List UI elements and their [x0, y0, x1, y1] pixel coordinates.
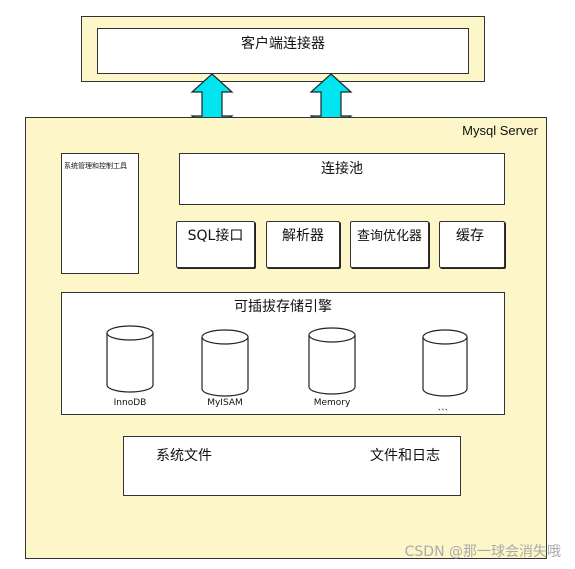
- query-optimizer-label: 查询优化器: [356, 229, 422, 244]
- myisam-label: MyISAM: [207, 398, 243, 408]
- innodb-cylinder-icon: [106, 325, 154, 393]
- sql-interface-box: SQL接口: [176, 221, 255, 268]
- sql-interface-label: SQL接口: [187, 228, 244, 244]
- client-connector-label: 客户端连接器: [241, 36, 325, 52]
- memory-cylinder-icon: [308, 327, 356, 395]
- connection-pool-label: 连接池: [321, 161, 363, 177]
- cache-label: 缓存: [456, 228, 484, 244]
- management-tools-label: 系统管理和控制工具: [64, 162, 127, 170]
- myisam-cylinder-icon: [201, 329, 249, 397]
- files-and-logs-label: 文件和日志: [370, 448, 440, 464]
- storage-engines-title: 可插拔存储引擎: [234, 299, 332, 315]
- other-engines-label: 、、、: [438, 404, 452, 412]
- parser-box: 解析器: [266, 221, 340, 268]
- system-files-label: 系统文件: [156, 448, 212, 464]
- innodb-label: InnoDB: [113, 398, 147, 408]
- management-tools-box: 系统管理和控制工具: [61, 153, 139, 274]
- other-engines-cylinder-icon: [422, 329, 468, 397]
- watermark-text: CSDN @那一球会消失哦: [404, 544, 561, 560]
- parser-label: 解析器: [282, 228, 324, 244]
- cache-box: 缓存: [439, 221, 505, 268]
- mysql-server-title: Mysql Server: [462, 123, 538, 138]
- files-box: 系统文件 文件和日志: [123, 436, 461, 496]
- connection-pool-box: 连接池: [179, 153, 505, 205]
- client-connector-box: 客户端连接器: [97, 28, 469, 74]
- query-optimizer-box: 查询优化器: [350, 221, 429, 268]
- memory-label: Memory: [313, 398, 351, 408]
